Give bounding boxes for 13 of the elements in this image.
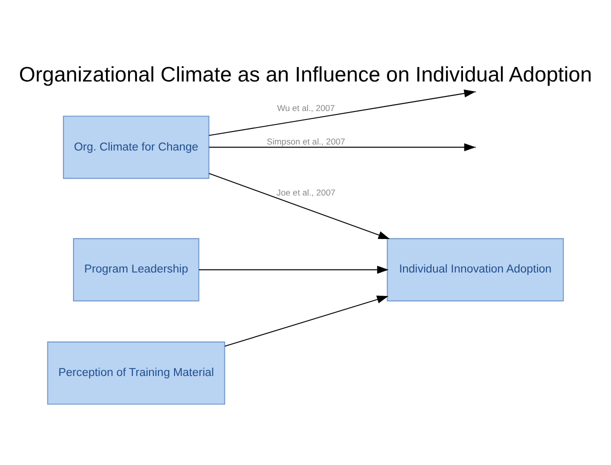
arrow <box>198 266 389 274</box>
edge-label: Wu et al., 2007 <box>277 103 335 114</box>
node-box: Program Leadership <box>73 238 200 302</box>
node-box: Org. Climate for Change <box>62 116 210 179</box>
arrow <box>208 172 390 240</box>
node-box: Perception of Training Material <box>47 342 226 405</box>
node-box: Individual Innovation Adoption <box>386 238 564 302</box>
edge-label: Simpson et al., 2007 <box>266 136 346 147</box>
arrow <box>224 296 388 347</box>
arrow <box>208 89 476 136</box>
diagram-title: Organizational Climate as an Influence on Individual Adoption <box>19 63 592 86</box>
arrow <box>208 143 476 152</box>
edge-label: Joe et al., 2007 <box>276 187 336 198</box>
